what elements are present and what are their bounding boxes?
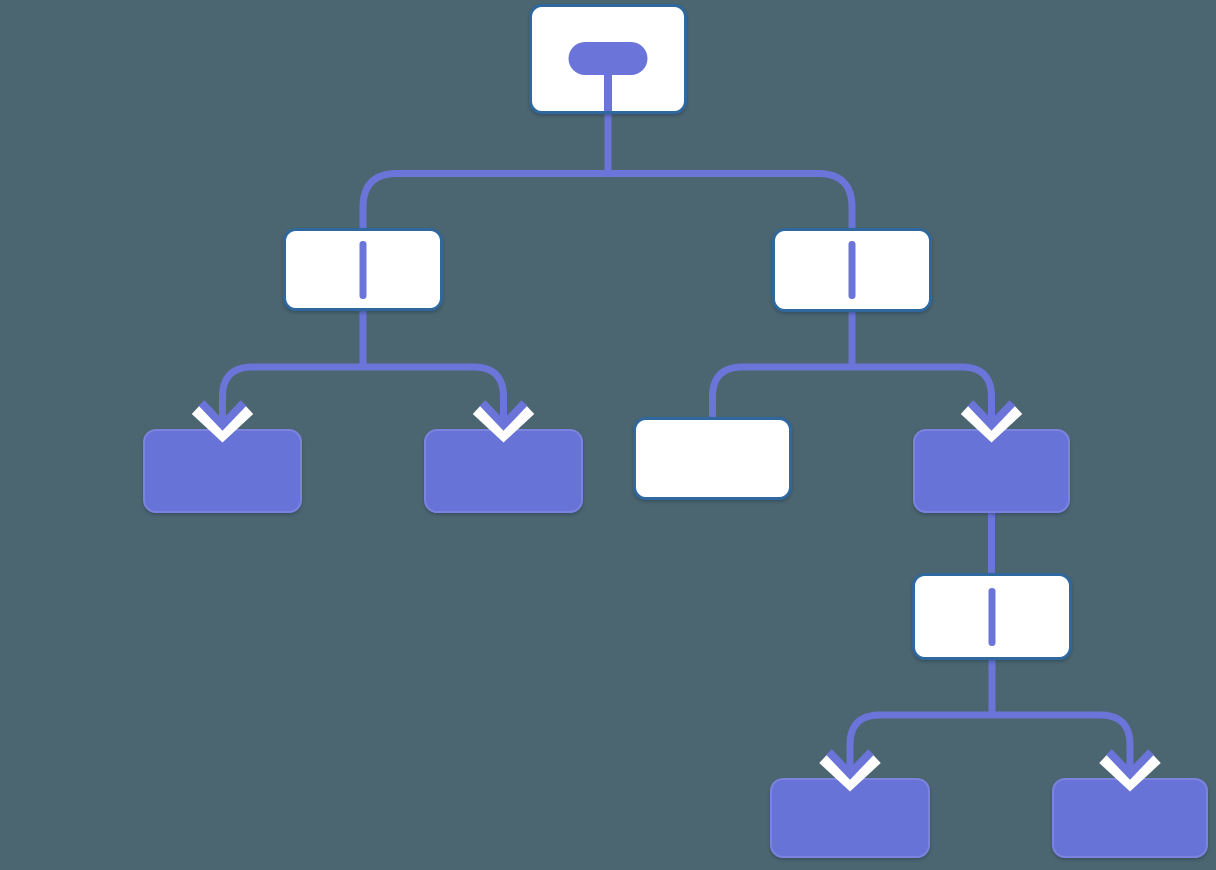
connector-edge <box>219 363 507 423</box>
tree-node-leaf-2 <box>424 429 583 513</box>
root-pill-icon <box>568 42 648 75</box>
arrow-purple-chevron <box>1106 749 1154 780</box>
tree-node-leaf-3 <box>770 778 930 858</box>
tree-node-branch-mid <box>912 573 1072 660</box>
tree-node-branch-right <box>772 228 932 312</box>
vertical-bar-icon <box>988 587 996 646</box>
arrow-purple-chevron <box>479 400 528 431</box>
connector-edge <box>359 170 856 232</box>
vertical-bar-icon <box>848 241 856 299</box>
tree-node-leaf-1 <box>143 429 302 513</box>
tree-node-root <box>529 4 687 114</box>
root-pill-stem <box>604 71 612 111</box>
tree-node-solid-parent <box>913 429 1070 513</box>
tree-node-branch-left <box>283 228 443 311</box>
tree-node-card-empty <box>633 417 792 500</box>
connector-edge <box>709 363 995 423</box>
arrow-purple-chevron <box>967 400 1016 431</box>
arrow-purple-chevron <box>198 400 247 431</box>
vertical-bar-icon <box>359 240 367 299</box>
arrow-purple-chevron <box>826 749 874 780</box>
connector-edge <box>846 711 1134 772</box>
tree-node-leaf-4 <box>1052 778 1208 858</box>
